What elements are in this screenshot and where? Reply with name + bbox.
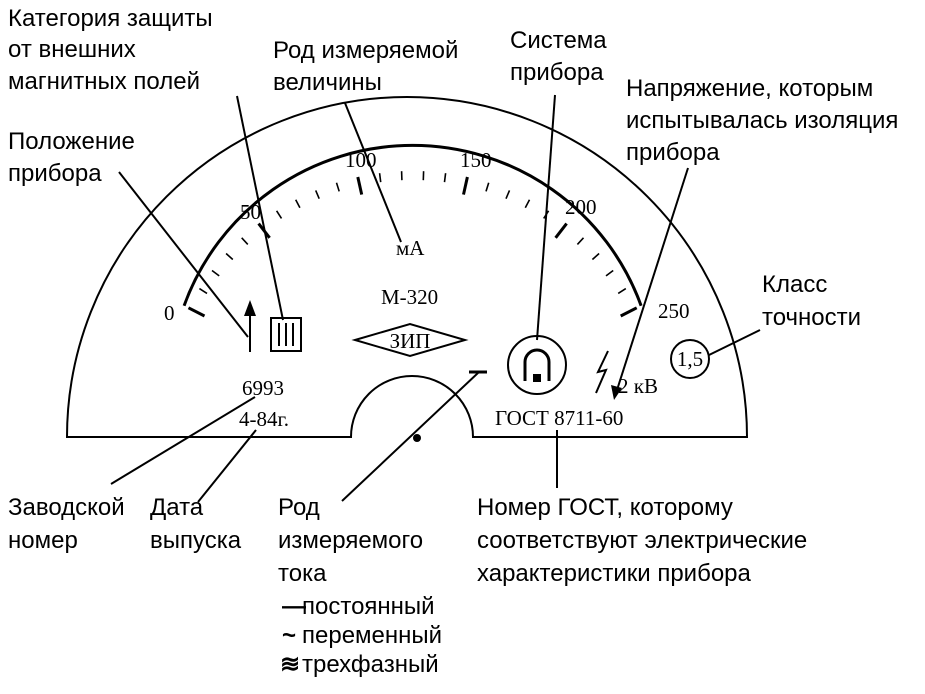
lightning-icon — [595, 350, 609, 394]
scale-minor-tick — [576, 237, 585, 245]
scale-label-150: 150 — [460, 148, 492, 172]
callout-current-type: Род измеряемого тока — [278, 494, 430, 587]
legend-label-dc: постоянный — [302, 593, 435, 620]
svg-text:1,5: 1,5 — [677, 347, 703, 371]
scale-minor-tick — [524, 199, 531, 209]
legend-symbol-3phase: ≋ — [280, 651, 300, 678]
scale-major-tick — [620, 306, 638, 318]
scale-major-tick — [356, 176, 364, 195]
gost-label: ГОСТ 8711-60 — [495, 406, 623, 430]
scale-minor-tick — [485, 182, 490, 192]
scale-label-0: 0 — [164, 301, 175, 325]
callout-magnetic-category: Категория защиты от внешних магнитных по… — [8, 5, 219, 95]
legend-label-ac: переменный — [302, 622, 442, 649]
legend-label-3phase: трехфазный — [302, 651, 439, 678]
callout-measured-quantity: Род измеряемой величины — [273, 37, 465, 96]
scale-label-50: 50 — [240, 200, 261, 224]
scale-minor-tick — [198, 287, 208, 295]
scale-minor-tick — [378, 173, 382, 183]
magnetic-category-mark — [270, 317, 302, 352]
serial-number-label: 6993 — [242, 376, 284, 400]
current-type-legend: — постоянный ~ переменный ≋ трехфазный — [280, 593, 442, 678]
svg-text:ЗИП: ЗИП — [390, 329, 431, 353]
scale-minor-tick — [275, 210, 283, 219]
callout-issue-date: Дата выпуска — [150, 494, 242, 554]
legend-symbol-dc: — — [282, 593, 306, 620]
scale-minor-tick — [241, 237, 249, 245]
scale-minor-tick — [505, 190, 511, 200]
callout-instrument-system: Система прибора — [510, 27, 613, 86]
scale — [182, 143, 643, 318]
legend-symbol-ac: ~ — [282, 622, 296, 649]
zip-badge: ЗИП — [351, 322, 469, 358]
callout-position: Положение прибора — [8, 128, 142, 187]
callout-serial-number: Заводской номер — [8, 494, 131, 554]
scale-minor-tick — [211, 269, 220, 277]
scale-major-tick — [554, 222, 568, 239]
scale-label-200: 200 — [565, 195, 597, 219]
callout-test-voltage: Напряжение, которым испытывалась изоляци… — [626, 75, 905, 166]
accuracy-class-mark: 1,5 — [670, 339, 710, 379]
scale-major-tick — [187, 306, 206, 318]
scale-minor-tick — [605, 269, 614, 277]
scale-minor-tick — [591, 252, 600, 261]
scale-minor-tick — [443, 173, 447, 183]
position-arrow-icon — [244, 300, 256, 352]
magnet-system-icon — [507, 335, 567, 395]
scale-arc — [182, 143, 643, 307]
scale-minor-tick — [314, 190, 320, 200]
test-voltage-label: 2 кВ — [618, 374, 658, 398]
callout-accuracy-class: Класс точности — [762, 271, 861, 331]
leader-lines — [110, 94, 761, 503]
scale-major-tick — [462, 176, 469, 195]
scale-minor-tick — [617, 287, 627, 295]
issue-date-label: 4-84г. — [239, 407, 289, 431]
dial-outline — [65, 96, 749, 438]
callout-gost: Номер ГОСТ, которому соответствуют элект… — [477, 494, 814, 587]
scale-minor-tick — [294, 199, 301, 209]
model-label: М-320 — [381, 285, 438, 309]
scale-minor-tick — [335, 182, 340, 192]
scale-minor-tick — [225, 252, 234, 261]
scale-label-250: 250 — [658, 299, 690, 323]
